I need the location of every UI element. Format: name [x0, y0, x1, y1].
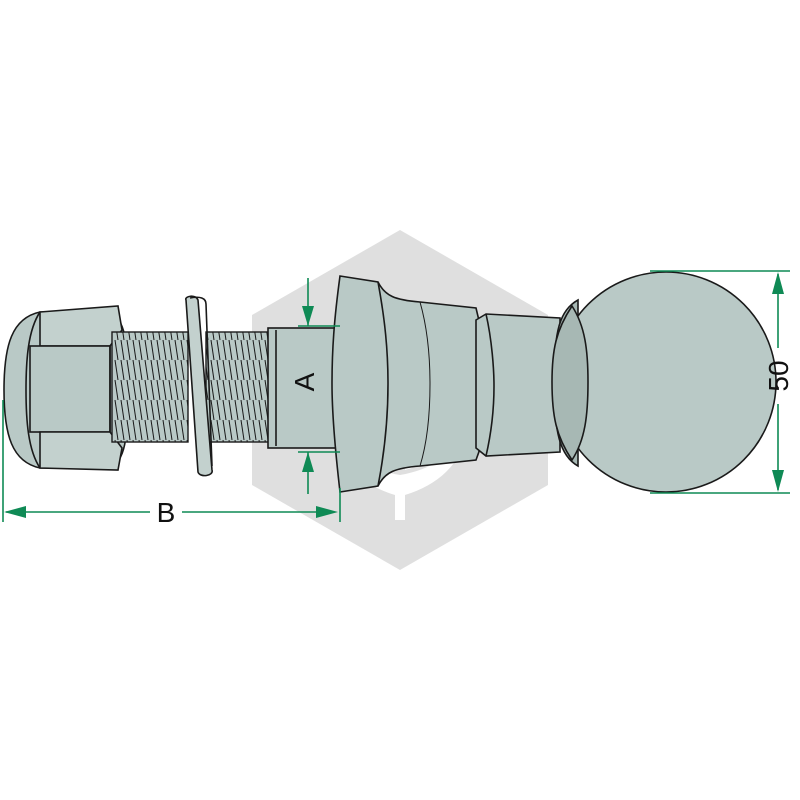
ball-neck [475, 313, 561, 457]
washer [185, 295, 213, 477]
dimension-ball-diameter-label: 50 [763, 360, 794, 391]
flange-body [331, 275, 487, 493]
hex-nut [3, 305, 129, 471]
dimension-b [2, 400, 341, 522]
neck-collar [267, 327, 341, 449]
dimension-a [298, 278, 340, 494]
dimension-a-label: A [289, 372, 320, 391]
hitch-ball [551, 271, 777, 493]
dimension-ball-diameter [650, 270, 790, 494]
dimension-b-label: B [157, 497, 176, 528]
